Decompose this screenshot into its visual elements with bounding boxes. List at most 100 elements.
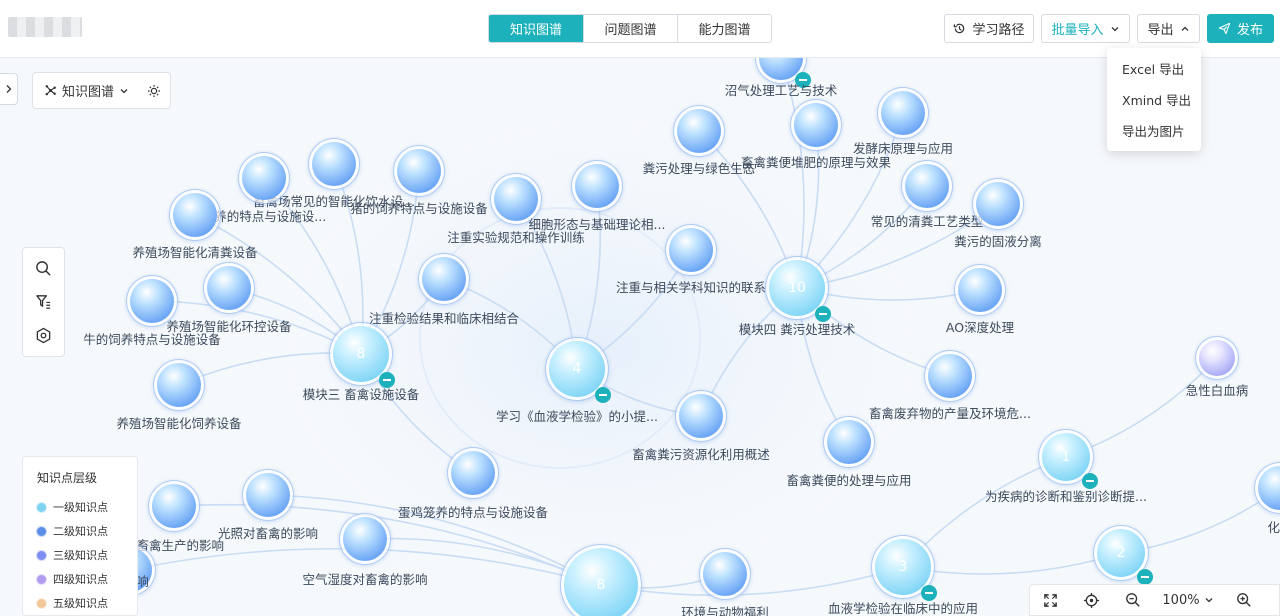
knowledge-node[interactable]	[203, 262, 255, 314]
knowledge-node[interactable]	[877, 87, 929, 139]
learning-path-button[interactable]: 学习路径	[944, 14, 1034, 43]
chevron-down-icon	[1111, 26, 1118, 31]
graph-edge	[171, 499, 602, 586]
zoom-in-icon	[1236, 593, 1251, 607]
node-number: 8	[596, 577, 606, 593]
target-icon	[36, 327, 51, 344]
top-bar: 知识图谱 问题图谱 能力图谱 学习路径 批量导入 导出 发布	[0, 0, 1280, 58]
knowledge-node[interactable]: 8	[329, 322, 393, 386]
tab-ability-graph[interactable]: 能力图谱	[677, 15, 771, 42]
graph-canvas[interactable]: 沼气处理工艺与技术粪污处理与绿色生态畜禽粪便堆肥的原理与效果发酵床原理与应用常见…	[0, 58, 1280, 616]
node-core	[976, 182, 1020, 226]
node-core	[575, 164, 619, 208]
knowledge-node[interactable]	[790, 99, 842, 151]
node-core	[246, 473, 290, 517]
knowledge-node[interactable]	[126, 275, 178, 327]
knowledge-node[interactable]	[954, 264, 1006, 316]
menu-item-excel-export[interactable]: Excel 导出	[1122, 62, 1185, 77]
tab-knowledge-graph[interactable]: 知识图谱	[489, 15, 583, 42]
legend-dot-level-2	[37, 526, 46, 536]
collapse-node-button[interactable]	[920, 584, 937, 601]
menu-item-export-image[interactable]: 导出为图片	[1122, 124, 1185, 139]
node-core	[242, 156, 286, 200]
node-core	[549, 341, 605, 397]
theme-toggle-button[interactable]	[138, 73, 170, 108]
zoom-level-dropdown[interactable]: 100%	[1153, 593, 1223, 608]
export-dropdown-menu: Excel 导出 Xmind 导出 导出为图片	[1107, 48, 1201, 151]
knowledge-node[interactable]: 8	[560, 544, 642, 616]
node-core	[157, 363, 201, 407]
node-core	[1042, 433, 1090, 481]
legend-dot-level-4	[37, 574, 46, 584]
send-icon	[1218, 22, 1231, 35]
knowledge-node[interactable]	[972, 178, 1024, 230]
node-core	[207, 266, 251, 310]
knowledge-node[interactable]	[901, 160, 953, 212]
knowledge-node[interactable]	[242, 469, 294, 521]
node-core	[343, 517, 387, 561]
knowledge-node[interactable]	[673, 105, 725, 157]
legend-item: 一级知识点	[37, 495, 137, 519]
node-core	[312, 142, 356, 186]
knowledge-node[interactable]	[447, 447, 499, 499]
node-core	[958, 268, 1002, 312]
knowledge-node[interactable]	[418, 253, 470, 305]
graph-type-dropdown[interactable]: 知识图谱	[33, 73, 138, 108]
collapse-node-button[interactable]	[795, 72, 812, 89]
menu-item-xmind-export[interactable]: Xmind 导出	[1122, 93, 1192, 108]
graph-type-label: 知识图谱	[62, 85, 115, 100]
knowledge-node[interactable]	[393, 145, 445, 197]
chevron-down-icon	[120, 88, 128, 93]
knowledge-node[interactable]	[169, 189, 221, 241]
filter-button[interactable]	[30, 288, 58, 316]
knowledge-node[interactable]	[675, 390, 727, 442]
center-button[interactable]	[1071, 584, 1112, 616]
view-tabs: 知识图谱 问题图谱 能力图谱	[488, 14, 772, 43]
tab-question-graph[interactable]: 问题图谱	[583, 15, 677, 42]
collapse-node-button[interactable]	[1081, 472, 1098, 489]
export-button[interactable]: 导出	[1137, 14, 1200, 43]
node-core	[1199, 340, 1235, 376]
knowledge-node[interactable]	[238, 152, 290, 204]
zoom-out-button[interactable]	[1112, 584, 1153, 616]
zoom-in-button[interactable]	[1223, 584, 1264, 616]
knowledge-node[interactable]: 10	[765, 256, 829, 320]
knowledge-node[interactable]	[490, 173, 542, 225]
knowledge-node[interactable]	[924, 350, 976, 402]
collapse-node-button[interactable]	[378, 371, 395, 388]
collapse-node-button[interactable]	[1136, 568, 1153, 585]
chevron-up-icon	[1181, 26, 1188, 31]
node-core	[703, 552, 747, 596]
publish-button[interactable]: 发布	[1207, 14, 1274, 43]
node-core	[397, 149, 441, 193]
graph-tools-panel	[22, 247, 65, 357]
batch-import-button[interactable]: 批量导入	[1041, 14, 1130, 43]
knowledge-node[interactable]	[823, 416, 875, 468]
search-button[interactable]	[30, 255, 58, 283]
graph-edges	[127, 58, 1280, 616]
legend-item: 二级知识点	[37, 519, 137, 543]
node-core	[494, 177, 538, 221]
knowledge-node[interactable]	[153, 359, 205, 411]
legend-item-label: 二级知识点	[53, 525, 108, 538]
collapse-node-button[interactable]	[814, 305, 831, 322]
node-core	[769, 260, 825, 316]
sun-icon	[148, 84, 161, 97]
node-core	[759, 58, 803, 80]
knowledge-node[interactable]	[665, 224, 717, 276]
expand-sidebar-button[interactable]	[0, 73, 18, 105]
knowledge-node[interactable]	[339, 513, 391, 565]
collapse-node-button[interactable]	[594, 386, 611, 403]
knowledge-node[interactable]	[571, 160, 623, 212]
knowledge-node[interactable]	[148, 480, 200, 532]
legend-item: 四级知识点	[37, 567, 137, 591]
locate-button[interactable]	[30, 321, 58, 349]
fit-screen-button[interactable]	[1030, 584, 1071, 616]
knowledge-node[interactable]	[308, 138, 360, 190]
knowledge-node[interactable]	[1195, 336, 1239, 380]
knowledge-node[interactable]: 2	[1093, 525, 1149, 581]
filter-icon	[36, 295, 51, 310]
knowledge-node[interactable]	[699, 548, 751, 600]
node-core	[669, 228, 713, 272]
legend-item-label: 三级知识点	[53, 549, 108, 562]
